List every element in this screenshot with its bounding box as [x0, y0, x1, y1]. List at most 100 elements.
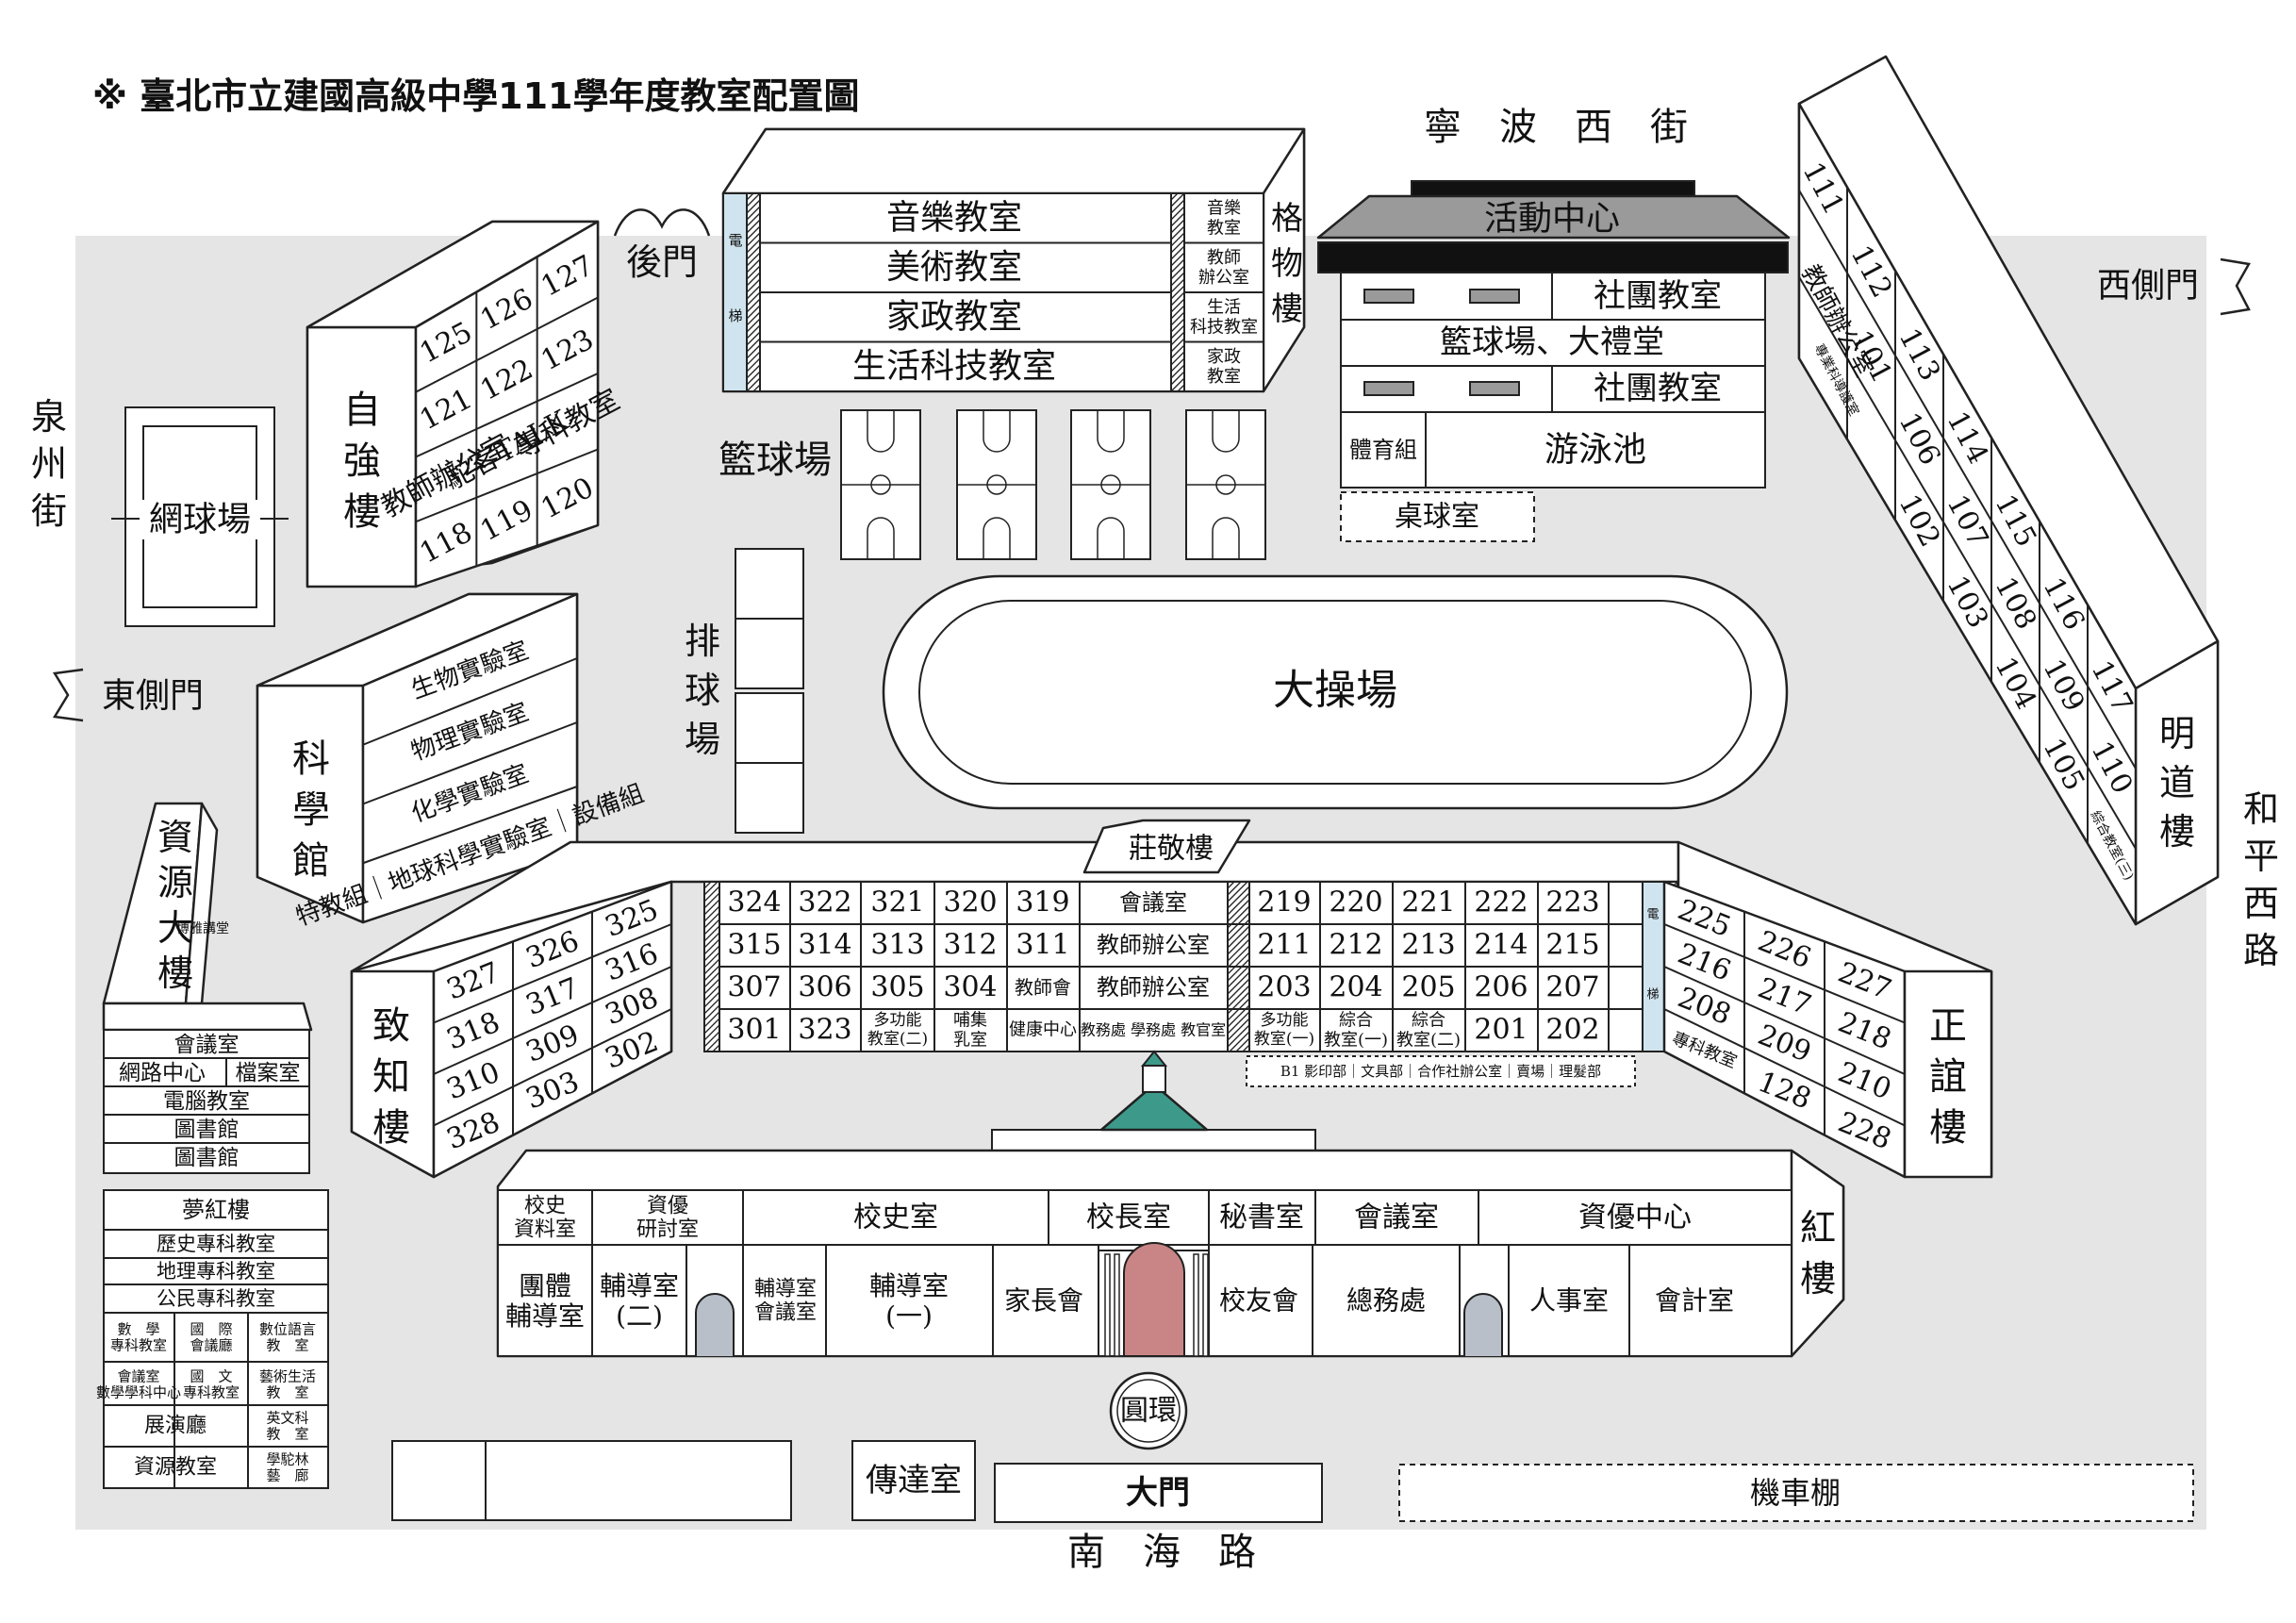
zj-stair-left-hatch [703, 881, 712, 889]
red-bottom-room-line: 會議室 [754, 1300, 817, 1324]
club-window [1363, 289, 1414, 304]
gewu-stair-left-hatch [746, 206, 761, 221]
zj-stair-left-hatch [703, 1024, 720, 1041]
gewu-name: 格 [1271, 200, 1303, 238]
science-row [362, 721, 578, 805]
zhuangjing-room: 綜合教室(二) [1396, 1010, 1461, 1050]
zj-stair-left-hatch [703, 958, 720, 975]
gewu-stair-left-hatch [746, 272, 761, 287]
gewu-stair-left-hatch [752, 384, 761, 392]
zhizhi-row [433, 966, 672, 1075]
menghong-cell: 會議室數學學科中心 [96, 1367, 181, 1400]
zj-stair-mid-hatch [1227, 881, 1242, 896]
scooter-label: 機車棚 [1750, 1475, 1841, 1511]
volleyball-label: 排 [685, 621, 720, 662]
ziqiang-name: 強 [343, 439, 381, 483]
gewu-side-room-line: 教室 [1207, 218, 1241, 238]
gewu-stair-right-hatch [1170, 338, 1185, 353]
gewu-stair-right-hatch [1170, 305, 1185, 320]
pool-label: 游泳池 [1544, 431, 1646, 470]
red-top-room-line: 校史 [524, 1194, 566, 1217]
gewu-stair-right-hatch [1170, 298, 1185, 313]
gewu-stair-right-hatch [1170, 285, 1185, 300]
gewu-stair-right-hatch [1177, 384, 1185, 392]
resource-block [103, 1029, 310, 1174]
zj-stair-left-hatch [703, 971, 720, 988]
red-pillar [1202, 1253, 1209, 1357]
back-gate-icon [613, 208, 711, 237]
red-bottom-room-line: (一) [885, 1300, 933, 1332]
page-title: ※ 臺北市立建國高級中學111學年度教室配置圖 [92, 75, 860, 117]
court-circle [986, 474, 1007, 495]
zhuangjing-room: 313 [870, 929, 924, 962]
club-room-bottom: 社團教室 [1594, 370, 1722, 407]
zhuangjing-room-line: 哺集 [953, 1010, 987, 1030]
red-name: 紅 [1800, 1207, 1836, 1249]
zhuangjing-room: 多功能教室(二) [867, 1011, 928, 1049]
club-room-top: 社團教室 [1594, 277, 1722, 315]
red-bottom-room: 團體輔導室 [505, 1269, 585, 1331]
gewu-stair-right-hatch [1170, 239, 1185, 254]
court-circle [1215, 474, 1236, 495]
menghong-cell-line: 數位語言 [259, 1320, 316, 1337]
zj-stair-left-hatch [703, 1031, 720, 1048]
menghong-cell-line: 專科教室 [110, 1337, 167, 1354]
zhuangjing-room-line: 教室(二) [1396, 1030, 1461, 1050]
science-row [362, 786, 578, 865]
zhuangjing-room: 205 [1401, 971, 1455, 1004]
zhuangjing-room: 多功能教室(一) [1254, 1011, 1314, 1049]
gewu-name: 樓 [1271, 290, 1303, 328]
resource-room: 圖書館 [174, 1118, 240, 1142]
zhuangjing-room: 202 [1545, 1014, 1599, 1047]
zj-elevator-label: 電 [1646, 908, 1659, 922]
zhuangjing-room: 教師辦公室 [1097, 974, 1210, 1001]
street-west: 州 [31, 443, 67, 485]
zhuangjing-room: 301 [727, 1014, 781, 1047]
street-south: 南 海 路 [1067, 1531, 1256, 1574]
red-bottom-room: 校友會 [1219, 1285, 1298, 1317]
gewu-stair-left-hatch [746, 192, 754, 201]
court-key [1097, 517, 1125, 559]
menghong-english-line: 教 室 [266, 1426, 308, 1443]
zhuangjing-room: 322 [798, 886, 851, 919]
gewu-name: 物 [1271, 245, 1303, 283]
zhizhi-name: 知 [372, 1055, 410, 1099]
gewu-side-room-line: 辦公室 [1198, 267, 1249, 287]
main-gate-box [994, 1463, 1323, 1523]
zhizhi-row [433, 923, 672, 1024]
red-top-room: 會議室 [1354, 1201, 1439, 1234]
red-bottom-room: 輔導室(二) [600, 1269, 679, 1331]
gewu-stair-left-hatch [746, 258, 761, 273]
basketball-label: 籃球場 [719, 439, 832, 482]
volleyball-label: 場 [685, 719, 720, 760]
zj-stair-left-hatch [703, 938, 720, 955]
red-top-room: 校長室 [1086, 1201, 1171, 1234]
zhuangjing-room: 306 [798, 971, 851, 1004]
court-circle [870, 474, 891, 495]
zhuangjing-room: 會議室 [1119, 889, 1187, 916]
east-gate-label: 東側門 [102, 677, 204, 716]
zhuangjing-room: 綜合教室(一) [1324, 1010, 1388, 1050]
gewu-stair-left-hatch [746, 239, 761, 254]
gewu-side-room-line: 音樂 [1207, 198, 1241, 218]
gewu-stair-right-hatch [1170, 258, 1185, 273]
gewu-side-room: 生活科技教室 [1190, 297, 1258, 337]
pe-office: 體育組 [1349, 437, 1417, 463]
resource-room: 圖書館 [174, 1146, 240, 1170]
menghong-cell-line: 藝術生活 [259, 1367, 316, 1384]
zj-stair-mid-hatch [1227, 965, 1250, 988]
zhengyi-end [1903, 969, 1993, 1179]
gewu-stair-left-hatch [746, 331, 761, 346]
red-bottom-room: 會計室 [1655, 1285, 1734, 1317]
gewu-elevator-label: 梯 [728, 307, 742, 324]
mingdao-name: 樓 [2159, 811, 2195, 853]
red-arch-left [695, 1293, 735, 1356]
menghong-cell-line: 教 室 [266, 1384, 308, 1401]
zhuangjing-room: 320 [943, 886, 997, 919]
gewu-stair-left-hatch [746, 232, 761, 247]
zhuangjing-room: 214 [1474, 929, 1528, 962]
gewu-room: 美術教室 [886, 248, 1022, 287]
gewu-stair-right-hatch [1170, 212, 1185, 227]
red-bottom-room-line: 輔導室 [754, 1277, 817, 1300]
zhuangjing-room: 健康中心 [1009, 1020, 1077, 1040]
